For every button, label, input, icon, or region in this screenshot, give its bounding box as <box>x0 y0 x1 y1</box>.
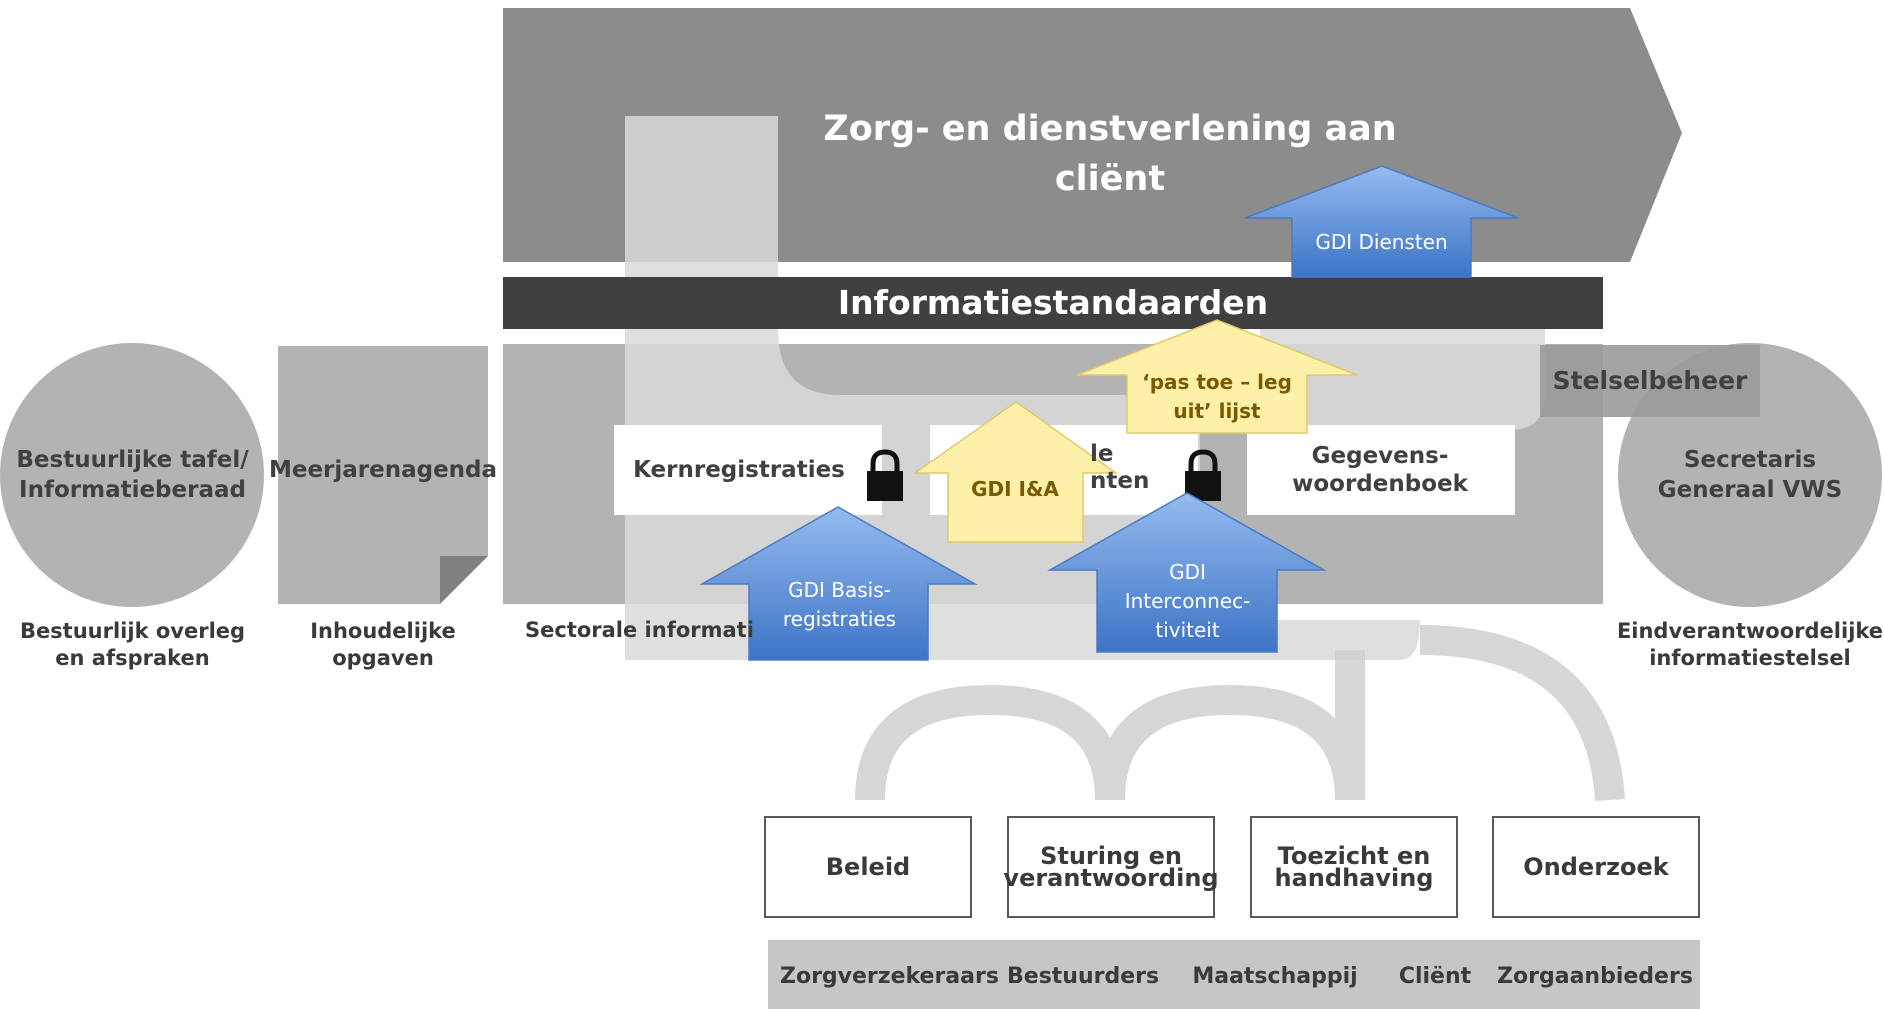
left-circle-label: Bestuurlijke tafel/ Informatieberaad <box>16 447 249 503</box>
stakeholder-zorgaanbieders: Zorgaanbieders <box>1497 964 1693 989</box>
box-woordenboek: Gegevens- woordenboek <box>1292 443 1468 497</box>
agenda-label: Meerjarenagenda <box>268 457 498 483</box>
stakeholder-client: Cliënt <box>1398 964 1472 989</box>
stelselbeheer-label: Stelselbeheer <box>1552 365 1748 395</box>
label-gdi-inter: GDI Interconnec- tiviteit <box>1124 559 1251 642</box>
box-woordenboek-bg <box>1247 425 1515 515</box>
role-box-beleid: Beleid <box>764 816 972 918</box>
arrow-gdi-diensten <box>1244 165 1519 278</box>
box-center-part-2: nten <box>1090 468 1150 494</box>
label-gdi-diensten: GDI Diensten <box>1315 229 1448 254</box>
label-pas-toe: ‘pas toe – leg uit’ lijst <box>1142 370 1292 423</box>
sectoral-caption: Sectorale informatievoorziening <box>525 618 755 642</box>
arrow-pas-toe <box>1076 319 1358 434</box>
stakeholder-bestuurders: Bestuurders <box>1007 964 1160 989</box>
role-box-onderzoek: Onderzoek <box>1492 816 1700 918</box>
stakeholder-bar <box>768 940 1700 1009</box>
arrow-gdi-ia <box>912 401 1119 543</box>
label-gdi-basis: GDI Basis- registraties <box>782 578 897 631</box>
arrow-gdi-basis <box>699 506 978 661</box>
right-circle-caption: Eindverantwoordelijke informatiestelsel <box>1616 619 1884 670</box>
agenda-document-fold <box>440 556 488 604</box>
role-box-toezicht: Toezicht en handhaving <box>1250 816 1458 918</box>
right-circle-label: Secretaris Generaal VWS <box>1657 447 1843 503</box>
arrow-gdi-inter <box>1047 492 1327 653</box>
stakeholder-maatschappij: Maatschappij <box>1192 964 1358 989</box>
lock-icon <box>867 449 903 501</box>
box-center-part-1: le <box>1090 441 1114 467</box>
role-connector-loops <box>855 625 1625 802</box>
stakeholder-zorgverzekeraars: Zorgverzekeraars <box>780 964 999 989</box>
box-kernregistraties: Kernregistraties <box>633 457 845 483</box>
standards-bar <box>503 277 1603 329</box>
role-box-sturing: Sturing en verantwoording <box>1003 816 1219 918</box>
stelselbeheer-block <box>1540 345 1760 417</box>
left-circle <box>0 343 264 607</box>
standards-title: Informatiestandaarden <box>837 283 1269 322</box>
banner-title: Zorg- en dienstverlening aan cliënt <box>823 109 1397 199</box>
agenda-document <box>278 346 488 604</box>
box-kernregistraties-bg <box>614 425 882 515</box>
agenda-caption: Inhoudelijke opgaven <box>310 619 456 670</box>
lock-icon <box>1185 449 1221 501</box>
label-gdi-ia: GDI I&A <box>971 476 1059 501</box>
left-circle-caption: Bestuurlijk overleg en afspraken <box>19 619 246 670</box>
